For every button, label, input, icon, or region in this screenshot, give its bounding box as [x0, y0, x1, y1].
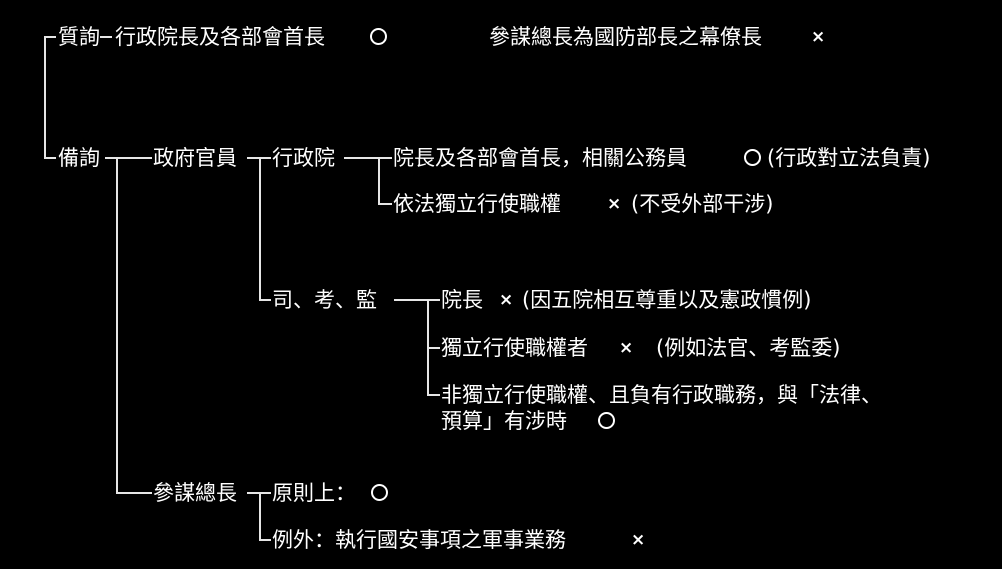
jkc-nonindependent-line2: 預算」有涉時 [441, 409, 567, 433]
inquiry-label: 質詢 [58, 25, 100, 49]
jkc-nonindependent-line1: 非獨立行使職權、且負有行政職務，與「法律、 [441, 383, 882, 407]
connector-cos-vertical [259, 492, 261, 540]
jkc-president-label: 院長 [441, 288, 483, 312]
yes-circle-icon [371, 484, 388, 501]
connector-jkc-nonindependent-in [427, 394, 440, 396]
cos-exception-label: 例外：執行國安事項之軍事業務 [272, 528, 566, 552]
no-cross-icon: × [499, 290, 514, 310]
no-cross-icon: × [631, 530, 646, 550]
cos-principle-label: 原則上： [272, 481, 356, 505]
jkc-president-note: (因五院相互尊重以及憲政慣例) [522, 288, 812, 312]
connector-chief-of-staff-in [116, 492, 152, 494]
executive-yuan-label: 行政院 [272, 146, 335, 170]
yes-circle-icon [370, 28, 387, 45]
hearing-label: 備詢 [58, 146, 100, 170]
inquiry-side-note: 參謀總長為國防部長之幕僚長 [489, 25, 762, 49]
jkc-independent-label: 獨立行使職權者 [441, 336, 588, 360]
no-cross-icon: × [619, 338, 634, 358]
no-cross-icon: × [811, 27, 826, 47]
connector-exec-independent-in [378, 203, 392, 205]
connector-inquiry-tick [44, 36, 56, 38]
inquiry-dash [100, 36, 112, 38]
connector-hearing-vertical [116, 157, 118, 493]
jkc-independent-note: (例如法官、考監委) [656, 336, 841, 360]
yes-circle-icon [744, 149, 761, 166]
exec-heads-label: 院長及各部會首長，相關公務員 [393, 146, 687, 170]
yes-circle-icon [598, 412, 615, 429]
connector-exec-vertical [378, 157, 380, 204]
connector-hearing-tick [44, 157, 56, 159]
connector-root-vertical [44, 36, 46, 158]
connector-gov-vertical [259, 157, 261, 300]
connector-jkc-out [394, 299, 440, 301]
gov-officials-label: 政府官員 [153, 146, 237, 170]
connector-jkc-independent-in [427, 347, 440, 349]
connector-jkc-in [259, 299, 271, 301]
connector-exec-out [344, 157, 392, 159]
connector-cos-exception-in [259, 539, 271, 541]
exec-independent-note: (不受外部干涉) [631, 192, 774, 216]
chief-of-staff-label: 參謀總長 [153, 481, 237, 505]
connector-hearing-out [105, 157, 152, 159]
inquiry-target-label: 行政院長及各部會首長 [115, 25, 325, 49]
exec-independent-label: 依法獨立行使職權 [393, 192, 561, 216]
jkc-label: 司、考、監 [272, 288, 377, 312]
exec-heads-note: (行政對立法負責) [767, 146, 931, 170]
no-cross-icon: × [607, 194, 622, 214]
